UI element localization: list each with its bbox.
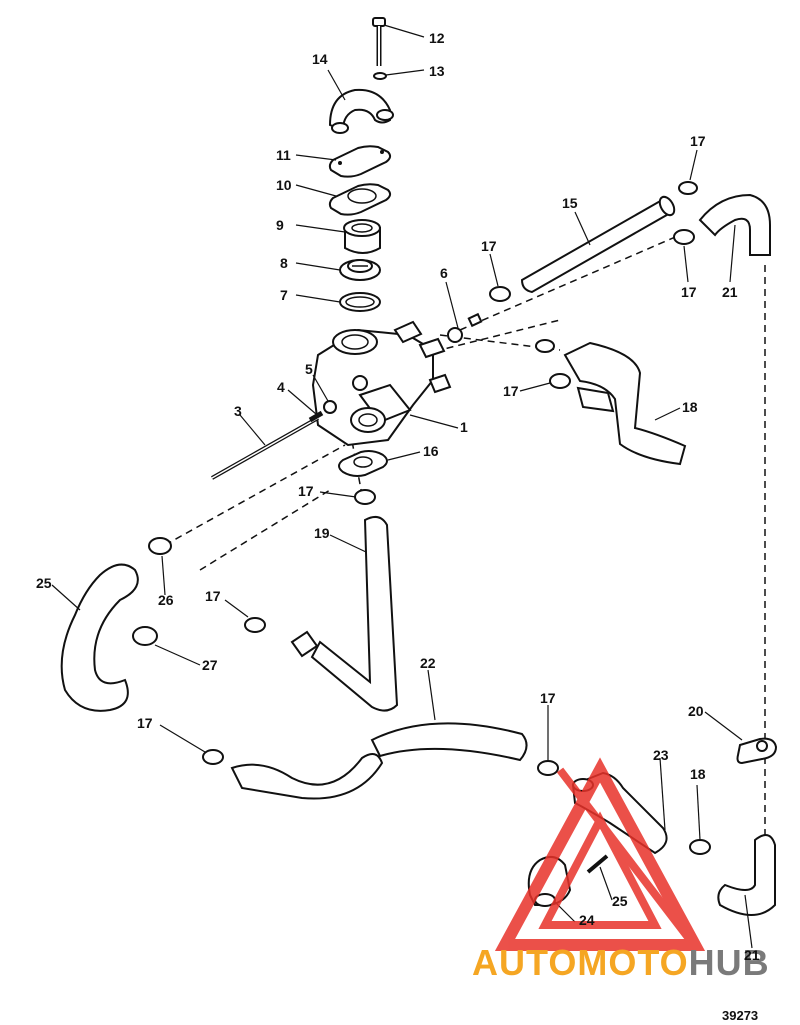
- callout-label: 8: [280, 255, 288, 271]
- callout-label: 9: [276, 217, 284, 233]
- callout-labels: 12 13 14 11 10 9 8 7 6 17 15 17 17 21 17…: [36, 30, 760, 963]
- callout-label: 16: [423, 443, 439, 459]
- callout-label: 17: [137, 715, 153, 731]
- callout-label: 5: [305, 361, 313, 377]
- thermostat-stack: [328, 17, 394, 312]
- callout-label: 17: [481, 238, 497, 254]
- callout-label: 22: [420, 655, 436, 671]
- callout-label: 14: [312, 51, 328, 67]
- callout-label: 7: [280, 287, 288, 303]
- callout-label: 20: [688, 703, 704, 719]
- callout-label: 10: [276, 177, 292, 193]
- callout-label: 17: [540, 690, 556, 706]
- callout-label: 17: [681, 284, 697, 300]
- watermark-logo: [494, 757, 706, 951]
- callout-label: 13: [429, 63, 445, 79]
- hose-clamps: [132, 181, 711, 855]
- callout-label: 24: [579, 912, 595, 928]
- leader-lines: [51, 24, 753, 949]
- hoses: [60, 193, 776, 916]
- callout-label: 17: [298, 483, 314, 499]
- watermark-text: AUTOMOTOHUB: [472, 942, 770, 983]
- callout-label: 26: [158, 592, 174, 608]
- callout-label: 18: [690, 766, 706, 782]
- callout-label: 1: [460, 419, 468, 435]
- callout-label: 17: [690, 133, 706, 149]
- callout-label: 19: [314, 525, 330, 541]
- callout-label: 4: [277, 379, 285, 395]
- callout-label: 17: [503, 383, 519, 399]
- callout-label: 3: [234, 403, 242, 419]
- callout-label: 15: [562, 195, 578, 211]
- callout-label: 21: [722, 284, 738, 300]
- thermostat-housing: [311, 320, 452, 447]
- callout-label: 12: [429, 30, 445, 46]
- callout-label: 23: [653, 747, 669, 763]
- callout-label: 6: [440, 265, 448, 281]
- callout-label: 21: [744, 947, 760, 963]
- watermark-text-b: HUB: [689, 942, 770, 983]
- callout-label: 18: [682, 399, 698, 415]
- figure-number: 39273: [722, 1008, 758, 1023]
- callout-label: 11: [276, 147, 291, 163]
- callout-label: 25: [36, 575, 52, 591]
- callout-label: 17: [205, 588, 221, 604]
- watermark-text-a: AUTOMOTO: [472, 942, 689, 983]
- callout-label: 25: [612, 893, 628, 909]
- callout-label: 27: [202, 657, 218, 673]
